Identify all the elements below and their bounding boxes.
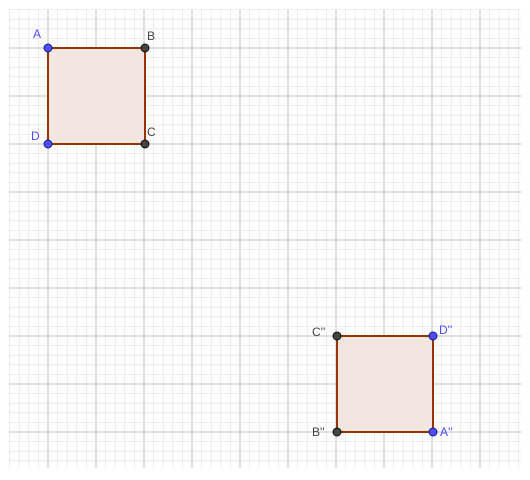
point-b-double-prime[interactable] — [332, 427, 342, 437]
point-d[interactable] — [43, 139, 53, 149]
point-a-double-prime[interactable] — [428, 427, 438, 437]
polygon-abcd[interactable] — [47, 47, 146, 145]
point-d-double-prime[interactable] — [428, 331, 438, 341]
point-a[interactable] — [43, 43, 53, 53]
label-a: A — [33, 27, 41, 41]
label-c: C — [147, 125, 156, 139]
point-b[interactable] — [140, 43, 150, 53]
square-image[interactable]: C'' D'' A'' B'' — [312, 323, 453, 439]
point-c[interactable] — [140, 139, 150, 149]
label-d: D — [31, 129, 40, 143]
label-b-double-prime: B'' — [312, 425, 325, 439]
square-abcd[interactable]: A B C D — [31, 27, 156, 149]
point-c-double-prime[interactable] — [332, 331, 342, 341]
label-c-double-prime: C'' — [312, 325, 325, 339]
label-b: B — [147, 29, 155, 43]
polygon-image[interactable] — [336, 335, 434, 433]
label-a-double-prime: A'' — [440, 425, 453, 439]
label-d-double-prime: D'' — [439, 323, 452, 337]
